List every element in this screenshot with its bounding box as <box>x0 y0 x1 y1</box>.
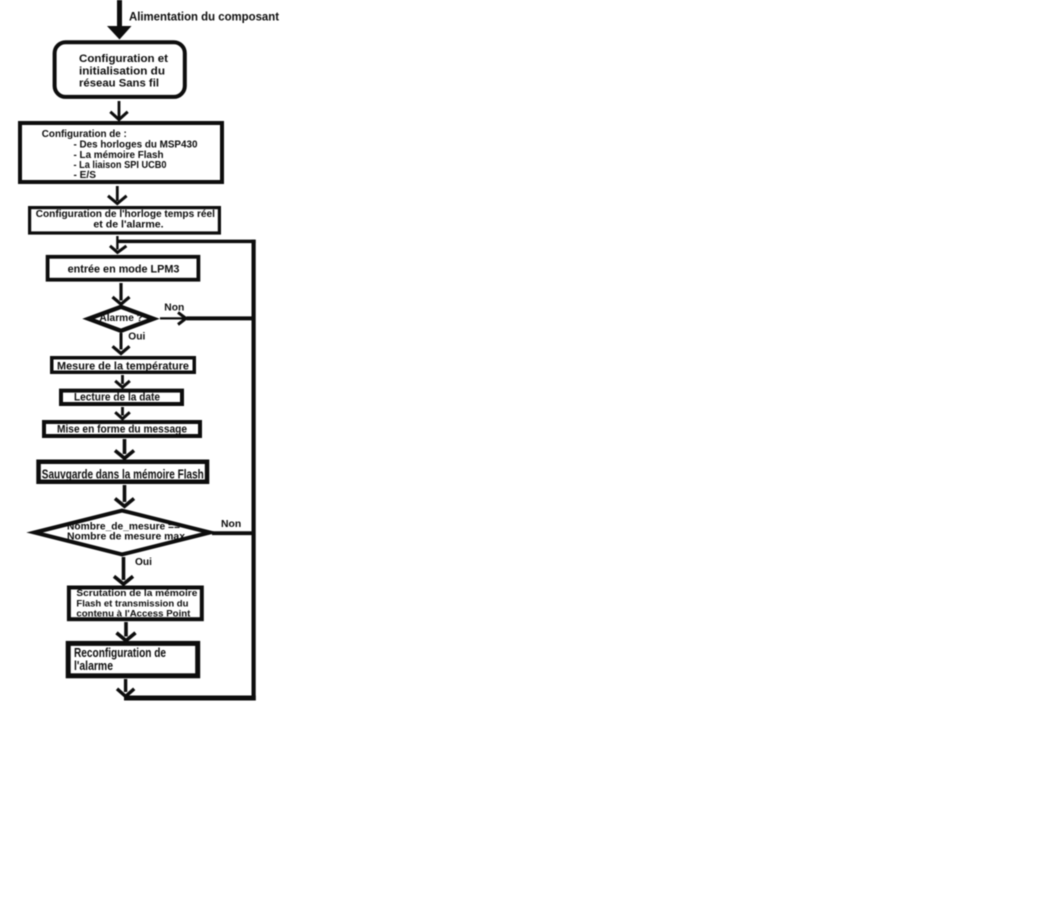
svg-text:et de l'alarme.: et de l'alarme. <box>93 218 163 230</box>
svg-text:réseau Sans fil: réseau Sans fil <box>79 78 159 90</box>
svg-text:Mesure de la température: Mesure de la température <box>57 360 189 372</box>
svg-text:Oui: Oui <box>128 332 145 343</box>
svg-text:Sauvgarde dans la mémoire Flas: Sauvgarde dans la mémoire Flash <box>42 467 204 482</box>
svg-text:- La mémoire Flash: - La mémoire Flash <box>74 149 164 161</box>
svg-text:Configuration et: Configuration et <box>79 53 168 65</box>
svg-text:- E/S: - E/S <box>74 169 97 181</box>
svg-text:Nombre_de_mesure ==: Nombre_de_mesure == <box>67 521 180 532</box>
svg-text:entrée en mode LPM3: entrée en mode LPM3 <box>68 264 180 276</box>
svg-text:Oui: Oui <box>135 557 152 568</box>
svg-text:Mise en forme du message: Mise en forme du message <box>57 423 187 435</box>
svg-text:- La liaison SPI UCB0: - La liaison SPI UCB0 <box>74 159 167 171</box>
svg-text:l'alarme: l'alarme <box>74 659 113 673</box>
svg-text:Configuration de :: Configuration de : <box>42 128 127 140</box>
svg-text:Lecture de la date: Lecture de la date <box>74 392 160 404</box>
svg-text:Non: Non <box>221 519 241 530</box>
svg-text:Alimentation du composant: Alimentation du composant <box>129 10 279 24</box>
svg-text:- Des horloges du MSP430: - Des horloges du MSP430 <box>74 139 198 151</box>
svg-text:initialisation du: initialisation du <box>79 65 165 77</box>
svg-text:Scrutation de la mémoire: Scrutation de la mémoire <box>76 588 197 599</box>
svg-text:Configuration de l'horloge tem: Configuration de l'horloge temps réel <box>36 208 215 220</box>
svg-text:Non: Non <box>164 303 184 314</box>
svg-text:Reconfiguration de: Reconfiguration de <box>74 646 166 660</box>
svg-text:contenu à l'Access Point: contenu à l'Access Point <box>76 609 191 620</box>
svg-text:Flash et transmission du: Flash et transmission du <box>76 598 188 609</box>
svg-text:Alarme ?: Alarme ? <box>99 313 142 324</box>
svg-text:Nombre de mesure max: Nombre de mesure max <box>67 532 186 543</box>
